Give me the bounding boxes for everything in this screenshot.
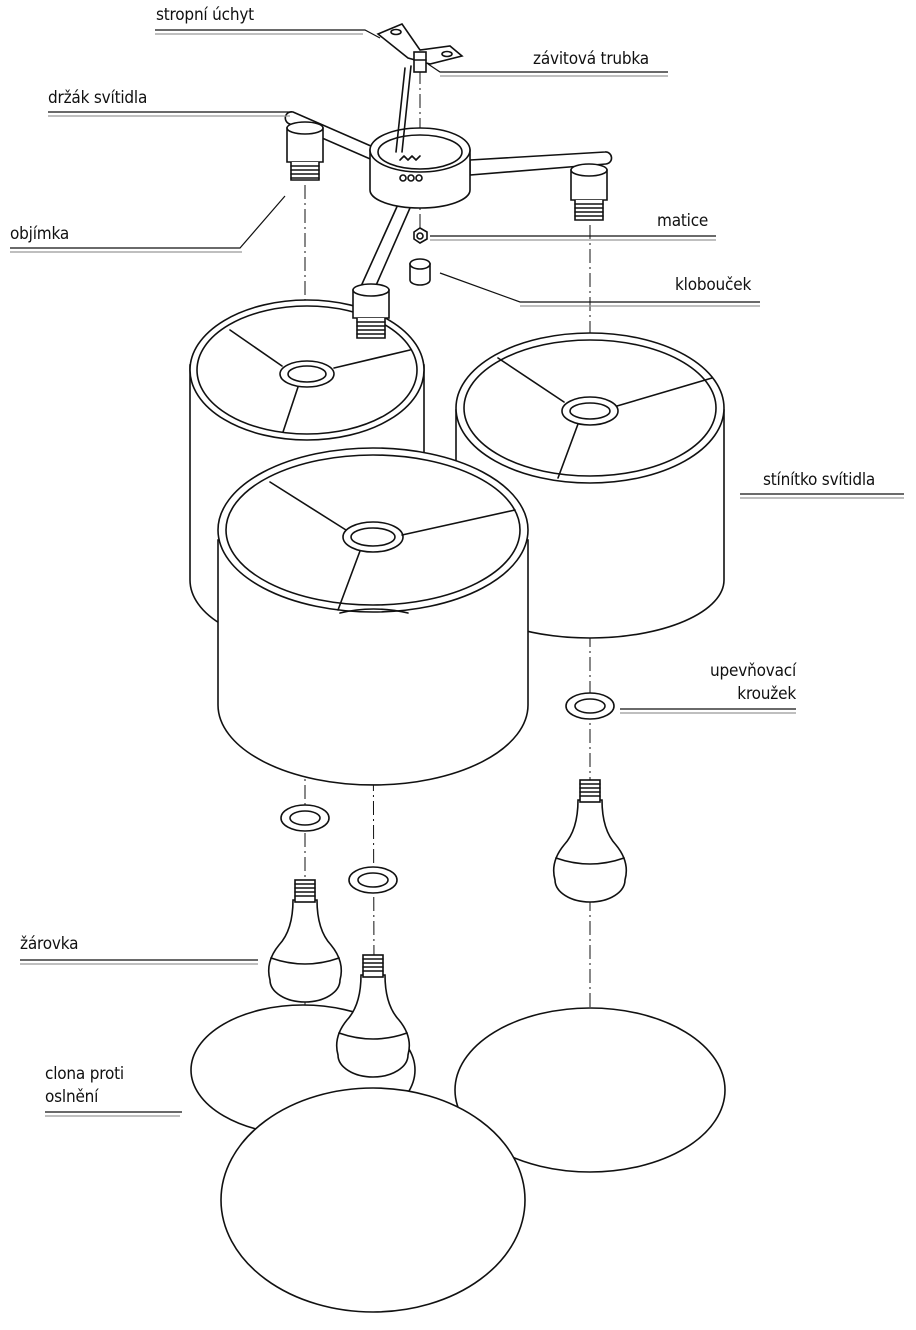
label-glare-shield-line2: oslnění (45, 1087, 99, 1107)
fixing-ring-right (565, 692, 615, 720)
label-threaded-tube: závitová trubka (533, 49, 649, 69)
label-bulb: žárovka (20, 934, 79, 954)
socket-right (570, 163, 608, 221)
glare-shield-right (454, 1007, 726, 1173)
lamp-shade-front (217, 447, 529, 786)
nut (413, 227, 428, 244)
label-nut: matice (657, 211, 709, 231)
label-lamp-holder: držák svítidla (48, 88, 148, 108)
socket-left (286, 121, 324, 181)
fixing-ring-left (280, 804, 330, 832)
socket-front (352, 283, 390, 339)
label-ceiling-mount: stropní úchyt (156, 5, 254, 25)
ceiling-mount (376, 23, 464, 73)
label-fixing-ring-line1: upevňovací (710, 661, 796, 681)
label-cap: klobouček (675, 275, 752, 295)
lamp-shade-right (455, 332, 725, 639)
central-hub (369, 65, 471, 209)
fixing-ring-front (348, 866, 398, 894)
label-lamp-shade: stínítko svítidla (763, 470, 876, 490)
label-socket: objímka (10, 224, 69, 244)
bulb-front (335, 954, 411, 1078)
cap (409, 258, 431, 286)
bulb-left (267, 879, 343, 1003)
label-fixing-ring-line2: kroužek (737, 684, 796, 704)
bulb-right (552, 779, 628, 903)
glare-shield-front (220, 1087, 526, 1313)
label-glare-shield-line1: clona proti (45, 1064, 124, 1084)
leader-lines (10, 29, 904, 1117)
